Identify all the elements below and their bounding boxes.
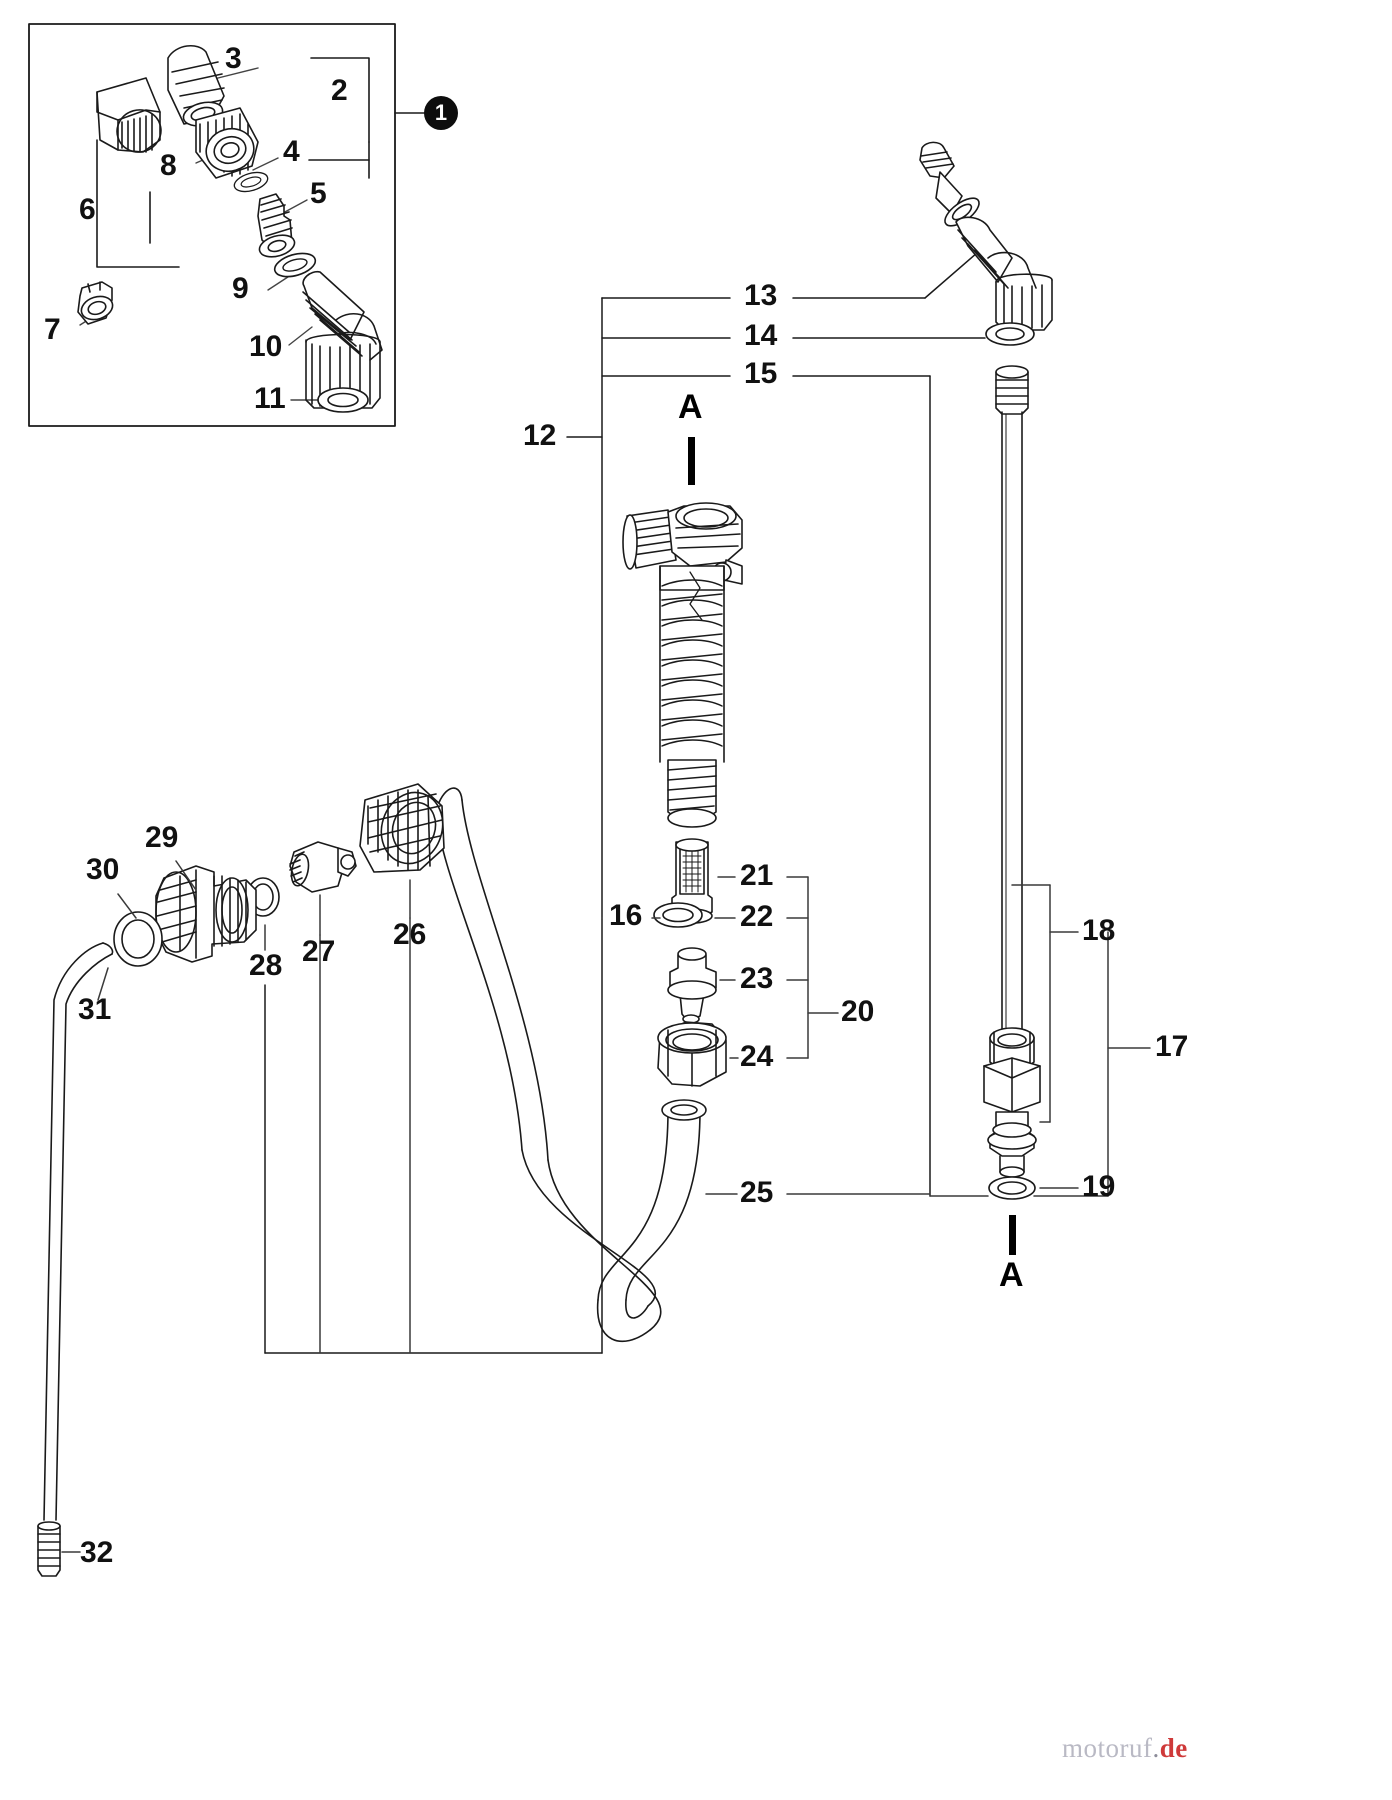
callout-29[interactable]: 29 [145,821,179,854]
callout-5[interactable]: 5 [310,177,327,210]
watermark-name: motoruf [1062,1733,1153,1763]
callout-11[interactable]: 11 [254,382,286,415]
callout-19[interactable]: 19 [1082,1170,1116,1203]
callout-26[interactable]: 26 [393,918,427,951]
callout-8[interactable]: 8 [160,149,177,182]
callout-20[interactable]: 20 [841,995,875,1028]
site-watermark: motoruf.de [1062,1733,1188,1764]
callout-32[interactable]: 32 [80,1536,114,1569]
watermark-dot: . [1152,1733,1160,1763]
section-marker-a-bottom: A [999,1256,1024,1294]
callout-16[interactable]: 16 [609,899,643,932]
callout-9[interactable]: 9 [232,272,249,305]
callout-27[interactable]: 27 [302,935,336,968]
callout-12[interactable]: 12 [523,419,557,452]
callout-14[interactable]: 14 [744,319,778,352]
callout-22[interactable]: 22 [740,900,774,933]
callout-17[interactable]: 17 [1155,1030,1189,1063]
callout-31[interactable]: 31 [78,993,112,1026]
callout-7[interactable]: 7 [44,313,61,346]
section-tick-bottom [1009,1215,1016,1255]
section-marker-a-top: A [678,388,703,426]
watermark-tld: de [1159,1733,1188,1763]
callout-4[interactable]: 4 [283,135,300,168]
callout-15[interactable]: 15 [744,357,778,390]
callout-18[interactable]: 18 [1082,914,1116,947]
callout-1[interactable]: 1 [424,96,458,130]
callout-25[interactable]: 25 [740,1176,774,1209]
callout-13[interactable]: 13 [744,279,778,312]
callout-10[interactable]: 10 [249,330,283,363]
section-tick-top [688,437,695,485]
callout-6[interactable]: 6 [79,193,96,226]
callout-24[interactable]: 24 [740,1040,774,1073]
callout-23[interactable]: 23 [740,962,774,995]
callout-2[interactable]: 2 [331,74,348,107]
callout-30[interactable]: 30 [86,853,120,886]
callout-3[interactable]: 3 [225,42,242,75]
callout-21[interactable]: 21 [740,859,774,892]
callout-28[interactable]: 28 [249,949,283,982]
